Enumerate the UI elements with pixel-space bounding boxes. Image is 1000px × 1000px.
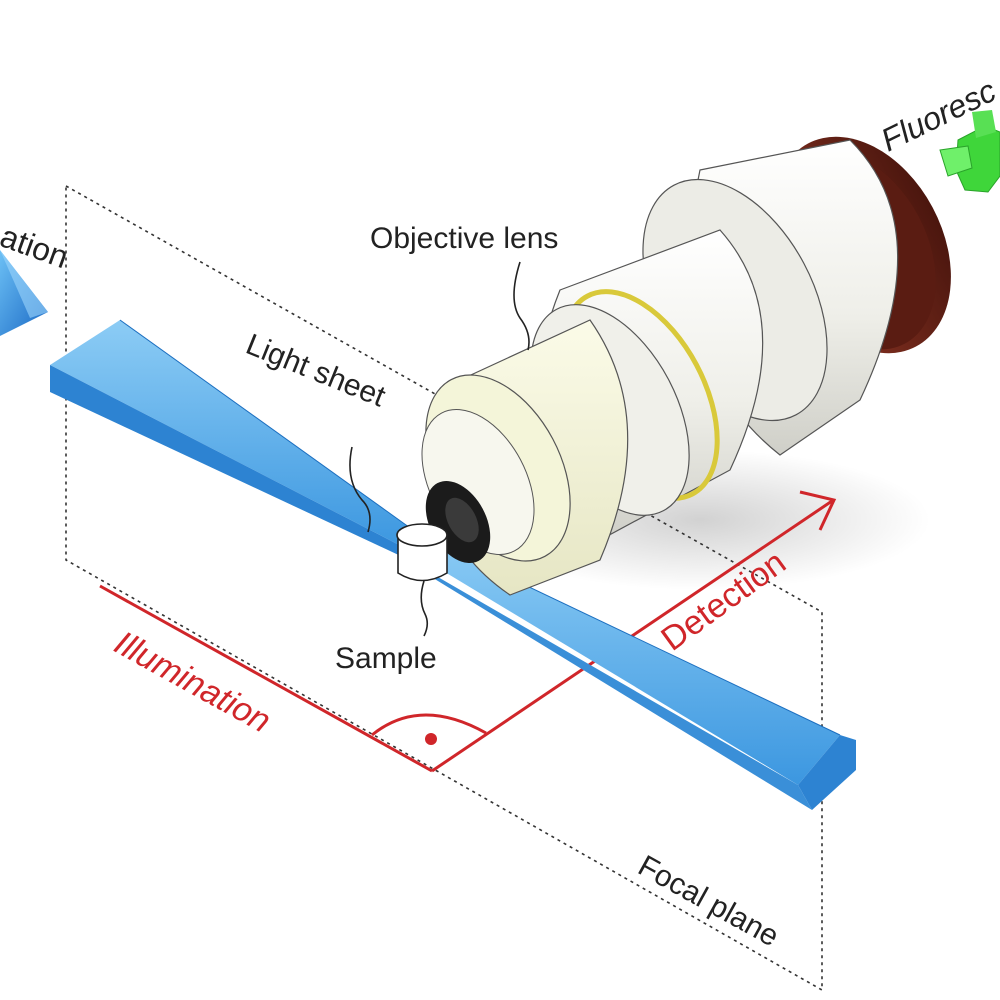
objective-lens [421,136,951,596]
leader-lines [349,261,530,637]
light-sheet-leader [349,446,371,533]
focal-plane-label: Focal plane [633,849,785,953]
illumination-axis-label: Illumination [108,624,277,741]
light-sheet-label: Light sheet [241,328,390,414]
right-angle-dot [425,733,437,745]
sample-label: Sample [335,642,437,675]
sample-leader [420,580,429,637]
fluorescence-emission-icon [939,110,1000,193]
illumination-source-icon [0,250,48,336]
detection-arrowhead-icon [799,490,837,531]
sample-cylinder [396,523,448,582]
illumination-axis-line [99,584,433,773]
light-sheet-beam [50,319,856,810]
objective-lens-label: Objective lens [370,222,558,255]
right-angle-arc [371,713,487,737]
focal-plane-outline [65,184,823,992]
objective-lens-leader [513,261,530,351]
